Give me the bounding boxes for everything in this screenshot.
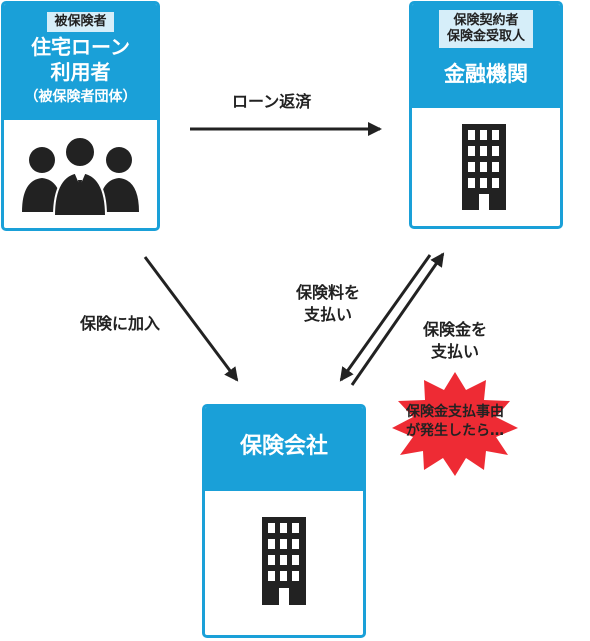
insured-card: 被保険者 住宅ローン 利用者 （被保険者団体） bbox=[1, 1, 160, 231]
event-line1: 保険金支払事由 bbox=[406, 404, 504, 420]
lender-tag-line2: 保険金受取人 bbox=[446, 29, 525, 44]
benefit-payment-arrow bbox=[350, 252, 445, 386]
lender-card-header: 保険契約者 保険金受取人 金融機関 bbox=[412, 4, 560, 108]
premium-payment-label: 保険料を 支払い bbox=[296, 282, 360, 326]
people-group-icon bbox=[22, 136, 139, 217]
lender-card: 保険契約者 保険金受取人 金融機関 bbox=[409, 1, 563, 229]
premium-line2: 支払い bbox=[304, 305, 353, 324]
insured-card-header: 被保険者 住宅ローン 利用者 （被保険者団体） bbox=[4, 4, 157, 120]
premium-payment-arrow bbox=[339, 254, 432, 382]
premium-line1: 保険料を bbox=[296, 283, 361, 302]
lender-title: 金融機関 bbox=[444, 62, 528, 86]
insured-title-line1: 住宅ローン bbox=[31, 35, 130, 59]
loan-repayment-label: ローン返済 bbox=[232, 92, 312, 111]
event-label: 保険金支払事由 が発生したら… bbox=[393, 403, 517, 441]
benefit-line2: 支払い bbox=[431, 342, 480, 361]
lender-tag-line1: 保険契約者 bbox=[453, 13, 519, 28]
benefit-line1: 保険金を bbox=[423, 320, 488, 339]
event-line2: が発生したら… bbox=[406, 423, 504, 439]
insured-subtitle: （被保険者団体） bbox=[24, 89, 137, 105]
office-building-icon bbox=[262, 517, 306, 605]
benefit-payment-label: 保険金を 支払い bbox=[423, 319, 487, 363]
insurer-card-header: 保険会社 bbox=[205, 407, 363, 491]
insurer-title: 保険会社 bbox=[239, 434, 328, 459]
join-insurance-label: 保険に加入 bbox=[80, 314, 161, 333]
insured-tag: 被保険者 bbox=[47, 12, 114, 32]
insurer-card: 保険会社 bbox=[202, 404, 366, 638]
join-insurance-arrow bbox=[143, 256, 239, 382]
lender-tag: 保険契約者 保険金受取人 bbox=[438, 10, 533, 48]
event-burst bbox=[392, 372, 518, 476]
insured-title-line2: 利用者 bbox=[50, 60, 111, 84]
office-building-icon bbox=[462, 124, 506, 210]
